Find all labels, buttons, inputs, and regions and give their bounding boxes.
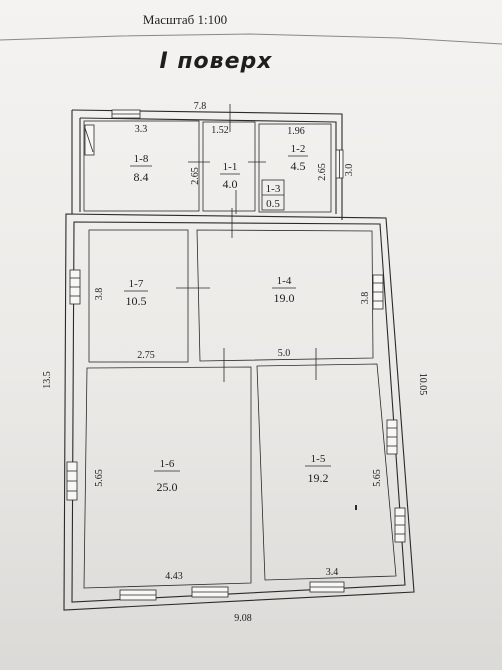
room-label-1-2: 1-2 4.5	[288, 143, 308, 173]
room-label-1-5: 1-5 19.2	[305, 453, 331, 485]
dim-1-4-width: 5.0	[278, 348, 291, 359]
svg-text:10.5: 10.5	[126, 294, 147, 308]
window-left-1-6	[66, 461, 78, 501]
room-1-4-outline	[196, 229, 374, 362]
dim-1-1-height: 2.65	[190, 167, 201, 185]
dim-1-7-width: 2.75	[137, 350, 155, 361]
svg-text:1-1: 1-1	[223, 161, 238, 173]
mark-dot	[355, 505, 357, 510]
window-left-1-8	[84, 124, 95, 156]
dim-1-5-height: 5.65	[372, 469, 383, 487]
dim-1-5-width: 3.4	[326, 567, 339, 578]
window-right-1-2	[335, 149, 344, 179]
svg-text:0.5: 0.5	[266, 198, 280, 210]
svg-text:1-3: 1-3	[266, 183, 281, 195]
dim-bottom-total: 9.08	[234, 613, 252, 624]
window-right-1-5-lower	[394, 507, 406, 543]
room-1-5-outline	[256, 363, 397, 581]
dim-1-8-width: 3.3	[135, 124, 148, 135]
annex-outer-wall	[71, 109, 343, 220]
svg-text:1-4: 1-4	[277, 275, 292, 287]
svg-text:1-5: 1-5	[311, 453, 326, 465]
room-label-1-1: 1-1 4.0	[220, 161, 240, 191]
window-bottom-1-6-right	[191, 586, 229, 598]
paper-edge	[0, 33, 502, 45]
room-1-8-outline	[83, 120, 200, 212]
door-marks	[176, 104, 317, 382]
room-label-1-8: 1-8 8.4	[130, 153, 152, 184]
window-bottom-1-5	[309, 581, 345, 593]
dim-1-2-width: 1.96	[287, 126, 305, 137]
window-left-1-7	[69, 269, 81, 305]
svg-text:1-8: 1-8	[134, 153, 149, 165]
dim-right-total: 10.05	[417, 373, 428, 396]
svg-text:25.0: 25.0	[157, 480, 178, 494]
dim-top-total: 7.8	[194, 101, 207, 112]
room-label-1-4: 1-4 19.0	[272, 275, 296, 305]
room-1-1-outline	[202, 121, 256, 212]
window-top-1-8	[111, 109, 141, 119]
dim-1-2-height: 2.65	[317, 163, 328, 181]
main-inner-wall	[71, 221, 406, 603]
room-label-1-7: 1-7 10.5	[124, 278, 148, 308]
svg-text:19.2: 19.2	[308, 471, 329, 485]
room-1-7-outline	[88, 229, 189, 363]
floor-title: I поверх	[160, 49, 273, 74]
dim-1-7-height: 3.8	[94, 288, 105, 301]
svg-text:4.0: 4.0	[223, 177, 238, 191]
dim-1-4-height: 3.8	[360, 292, 371, 305]
svg-text:19.0: 19.0	[274, 291, 295, 305]
scale-label: Масштаб 1:100	[143, 12, 227, 27]
room-1-6-outline	[83, 366, 252, 589]
svg-text:1-2: 1-2	[291, 143, 306, 155]
annex-inner-wall	[79, 117, 337, 214]
main-outer-wall	[63, 213, 415, 611]
svg-text:8.4: 8.4	[134, 170, 149, 184]
svg-text:4.5: 4.5	[291, 159, 306, 173]
dim-1-1-width: 1.52	[211, 125, 229, 136]
window-bottom-1-6-left	[119, 589, 157, 601]
dim-left-total: 13.5	[42, 371, 53, 389]
window-right-1-4	[372, 274, 384, 310]
dim-1-6-width: 4.43	[165, 571, 183, 582]
svg-text:1-6: 1-6	[160, 458, 175, 470]
room-label-1-3: 1-3 0.5	[266, 183, 281, 210]
room-1-2-outline	[258, 123, 332, 213]
room-label-1-6: 1-6 25.0	[154, 458, 180, 494]
window-right-1-5-upper	[386, 419, 398, 455]
dim-1-6-height: 5.65	[94, 469, 105, 487]
svg-text:1-7: 1-7	[129, 278, 144, 290]
dim-right-upper: 3.0	[344, 164, 355, 177]
